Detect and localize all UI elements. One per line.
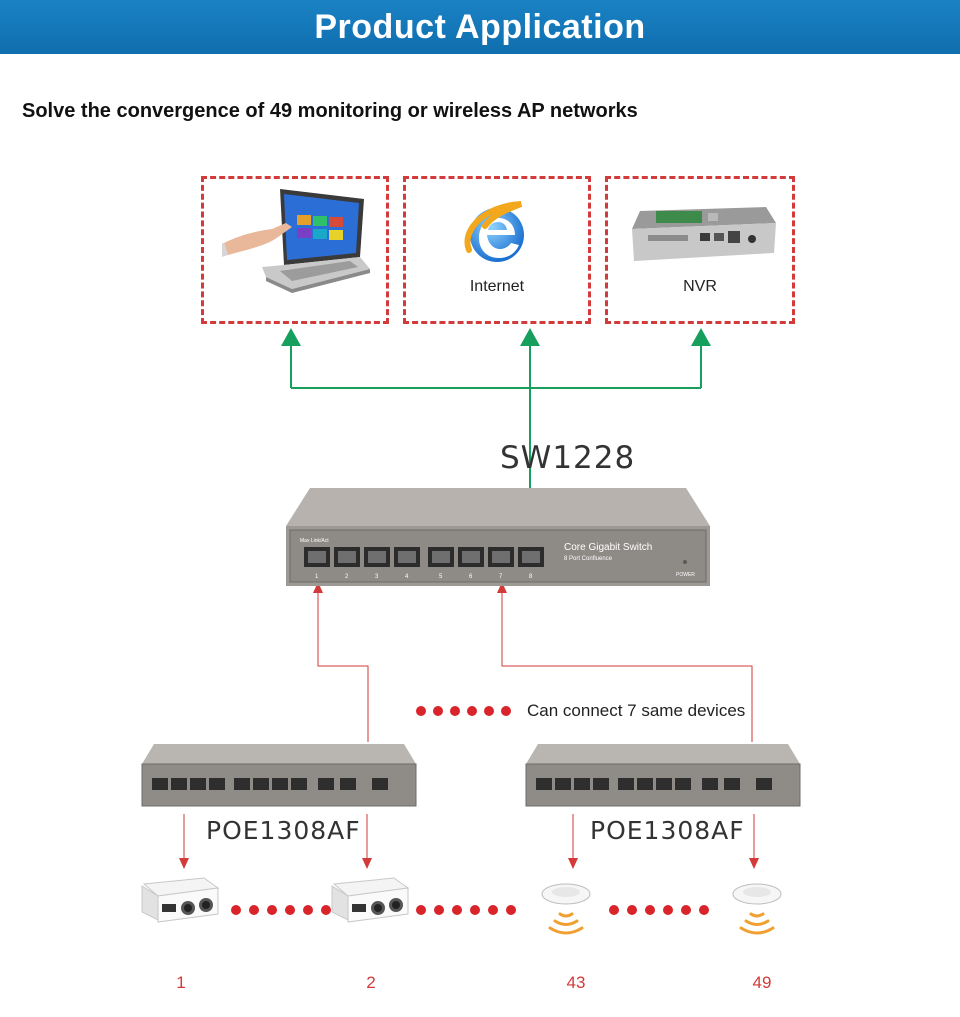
green-arrowheads <box>281 328 711 346</box>
core-switch-panel-labels: Max Link/Act <box>300 538 329 544</box>
poe-right-ports <box>536 778 772 790</box>
arrow-to-port-1 <box>313 582 323 593</box>
access-point-43-icon <box>541 883 591 935</box>
arrow-to-internet <box>520 328 540 346</box>
nvr-box: NVR <box>605 176 795 324</box>
device-number-43: 43 <box>566 973 586 992</box>
arrow-to-laptop <box>281 328 301 346</box>
dots-aps <box>609 905 709 915</box>
svg-text:6: 6 <box>469 574 473 580</box>
nvr-label: NVR <box>683 278 717 295</box>
device-number-49: 49 <box>752 973 772 992</box>
svg-text:5: 5 <box>439 574 443 580</box>
poe-left-ports <box>152 778 388 790</box>
poe-left-model: POE1308AF <box>206 816 361 845</box>
page-title: Product Application <box>314 7 646 46</box>
svg-text:4: 4 <box>405 574 409 580</box>
nvr-icon <box>632 207 776 261</box>
arrow-to-camera-1 <box>179 858 189 869</box>
device-number-1: 1 <box>176 973 186 992</box>
header-banner: Product Application <box>0 0 960 54</box>
core-switch-model: SW1228 <box>500 440 636 476</box>
svg-text:3: 3 <box>375 574 379 580</box>
poe-switch-left <box>141 744 417 807</box>
core-switch-panel-title: Core Gigabit Switch <box>564 542 652 553</box>
core-switch-panel-subtitle: 8 Port Confluence <box>564 556 613 562</box>
internet-explorer-icon <box>464 201 524 262</box>
internet-box: Internet <box>403 176 591 324</box>
poe-right-model: POE1308AF <box>590 816 745 845</box>
access-point-49-icon <box>732 883 782 935</box>
core-switch: Max Link/Act 1 2 3 4 5 6 7 8 Core Gigabi… <box>286 488 710 586</box>
core-switch-port-numbers: 1 2 3 4 5 6 7 8 <box>315 574 533 580</box>
laptop-box <box>201 176 389 324</box>
dots-middle <box>416 905 516 915</box>
arrow-to-ap-49 <box>749 858 759 869</box>
power-led-icon <box>683 560 687 564</box>
red-arrowheads <box>179 582 759 869</box>
arrow-to-nvr <box>691 328 711 346</box>
arrow-to-camera-2 <box>362 858 372 869</box>
laptop-icon <box>222 189 370 293</box>
svg-text:8: 8 <box>529 574 533 580</box>
red-downlinks <box>183 588 755 862</box>
arrow-to-ap-43 <box>568 858 578 869</box>
connection-note: Can connect 7 same devices <box>527 701 746 720</box>
svg-text:2: 2 <box>345 574 349 580</box>
dots-note <box>416 706 511 716</box>
dots-cameras <box>231 905 331 915</box>
arrow-to-port-7 <box>497 582 507 593</box>
svg-text:1: 1 <box>315 574 319 580</box>
device-number-2: 2 <box>366 973 376 992</box>
poe-switch-right <box>525 744 801 807</box>
camera-1-icon <box>141 877 220 923</box>
svg-text:7: 7 <box>499 574 503 580</box>
diagram-subtitle: Solve the convergence of 49 monitoring o… <box>22 100 638 122</box>
core-switch-power-label: POWER <box>676 572 695 578</box>
internet-label: Internet <box>469 278 525 295</box>
camera-2-icon <box>331 877 410 923</box>
